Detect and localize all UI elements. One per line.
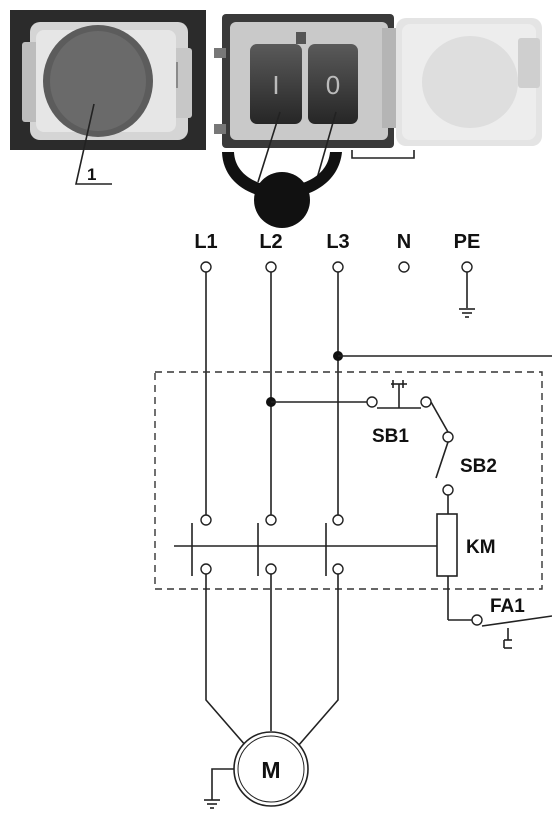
switch-enclosure-boundary: [154, 371, 543, 590]
km-main-contacts: [174, 514, 437, 576]
sb2-stop-button: SB2: [435, 431, 497, 496]
callout-1: 1: [75, 103, 112, 185]
on-button: [250, 44, 302, 124]
sb1-start-button: SB1: [366, 380, 432, 447]
terminal-L3: [332, 261, 344, 273]
terminal-PE: [461, 261, 473, 273]
motor-label: M: [261, 757, 280, 783]
motor-ground-symbol: [204, 768, 234, 809]
connector-ornament: [222, 152, 342, 228]
terminal-L1: [200, 261, 212, 273]
off-button-symbol: 0: [326, 70, 340, 100]
phase-wires: [205, 272, 339, 515]
terminal-PE-label: PE: [454, 231, 481, 253]
terminal-N-label: N: [397, 231, 411, 253]
photo-closed-switch: [10, 10, 206, 150]
photo-open-switch: I 0: [212, 12, 546, 159]
km-label: KM: [466, 537, 496, 558]
on-button-symbol: I: [272, 70, 279, 100]
terminal-N: [398, 261, 410, 273]
sb1-label: SB1: [372, 426, 409, 447]
terminal-L3-label: L3: [326, 231, 349, 253]
supply-terminals: L1 L2 L3 N PE: [194, 231, 481, 273]
motor-feed-wires: [205, 574, 339, 747]
fa1-label: FA1: [490, 596, 525, 617]
motor-m: M: [233, 731, 309, 807]
terminal-L2: [265, 261, 277, 273]
sb2-label: SB2: [460, 456, 497, 477]
off-button: [308, 44, 358, 124]
terminal-L1-label: L1: [194, 231, 217, 253]
control-circuit: [266, 351, 552, 407]
callout-1-label: 1: [87, 165, 96, 184]
km-contactor-coil: KM: [436, 513, 496, 577]
callout-2-label: 2: [268, 163, 277, 182]
fa1-thermal-relay: FA1: [448, 596, 552, 649]
terminal-L2-label: L2: [259, 231, 282, 253]
pe-ground-symbol: [459, 272, 475, 318]
